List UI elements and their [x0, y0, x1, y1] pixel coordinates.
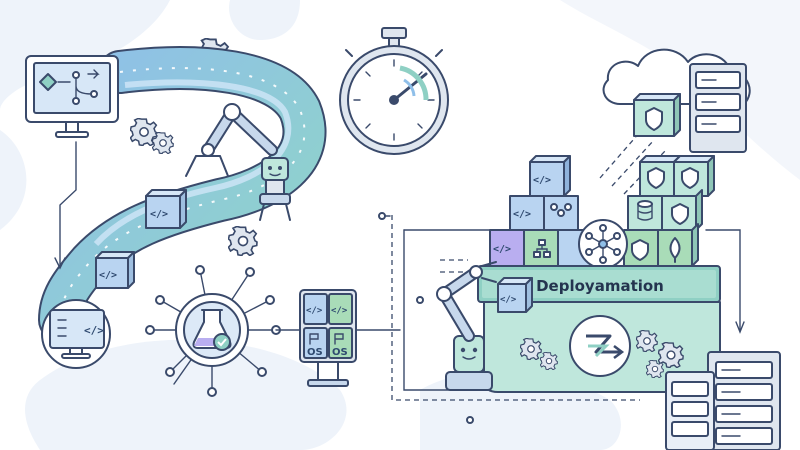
os-tile-panel	[275, 289, 401, 387]
gear-icon	[228, 226, 258, 256]
code-glyph: </>	[533, 175, 551, 186]
git-branch-monitor-icon	[25, 55, 119, 138]
code-cube	[497, 277, 533, 313]
banner-title: Deployamation	[536, 277, 664, 295]
deployamation-banner	[477, 265, 721, 303]
code-glyph: </>	[500, 295, 517, 305]
code-glyph: </>	[84, 324, 104, 337]
code-glyph: </>	[331, 306, 348, 316]
server-rack	[665, 351, 781, 450]
code-glyph: </>	[306, 306, 323, 316]
background-blob	[560, 0, 800, 180]
background-blob	[25, 339, 347, 450]
background-blob	[229, 0, 300, 40]
code-glyph: </>	[150, 209, 168, 220]
code-cube	[145, 189, 187, 229]
code-cube	[95, 251, 135, 289]
code-monitor-icon	[41, 299, 111, 369]
background-blob	[0, 130, 27, 230]
os-tile-label: OS	[307, 347, 323, 358]
stopwatch-icon	[339, 27, 449, 155]
robot-arm-bottom	[436, 261, 497, 391]
robot-arm-top	[185, 103, 291, 221]
cloud-server-rack	[689, 63, 747, 153]
upload-lines	[599, 131, 677, 201]
test-flask-hub	[145, 265, 281, 397]
code-glyph: </>	[99, 270, 117, 281]
cloud-container-shield	[633, 93, 681, 137]
connector-line	[59, 141, 77, 266]
code-glyph: </>	[493, 244, 511, 255]
code-glyph: </>	[513, 209, 531, 220]
arrow-head-icon	[54, 257, 66, 270]
container-stack	[489, 155, 715, 267]
os-tile-label: OS	[332, 347, 348, 358]
network-hub-icon	[578, 219, 628, 269]
